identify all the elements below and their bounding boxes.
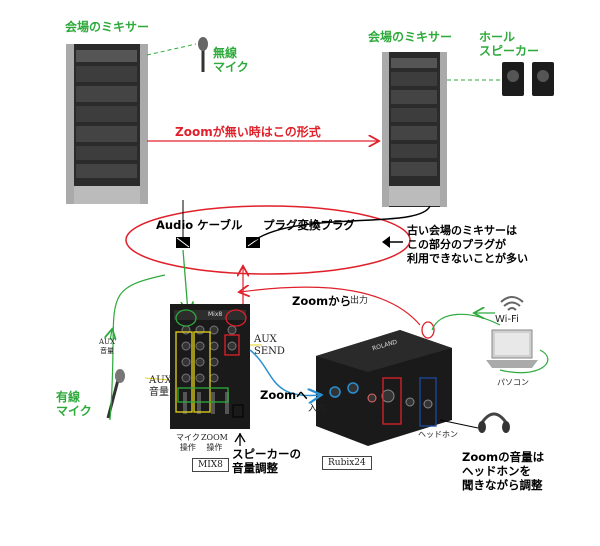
old-mixer-note: 古い会場のミキサーは この部分のプラグが 利用できないことが多い bbox=[407, 224, 528, 265]
right-mixer-rack bbox=[382, 52, 447, 207]
aux-send-label: AUX SEND bbox=[254, 334, 285, 357]
plug-adapter-label: プラグ変換プラグ bbox=[263, 218, 355, 232]
mix8-label: MIX8 bbox=[192, 458, 229, 472]
hall-speaker-label: ホール スピーカー bbox=[479, 30, 540, 58]
mixer-brand-text: Mix8 bbox=[208, 311, 223, 318]
headphones-image bbox=[478, 412, 510, 433]
wifi-label: Wi-Fi bbox=[495, 314, 519, 325]
aux-volume-label: AUX 音量 bbox=[149, 375, 172, 398]
rubix24-interface-image bbox=[316, 330, 452, 446]
headphone-label: ヘッドホン bbox=[418, 430, 458, 439]
zoom-from-label: Zoomから bbox=[292, 294, 352, 308]
wifi-icon bbox=[500, 296, 524, 311]
left-mixer-label: 会場のミキサー bbox=[65, 20, 150, 34]
zoom-to-label: Zoomへ bbox=[260, 388, 308, 402]
rubix24-label: Rubix24 bbox=[322, 456, 372, 470]
right-mixer-label: 会場のミキサー bbox=[368, 30, 453, 44]
wireless-mic-image bbox=[198, 37, 208, 72]
output-label: 出力 bbox=[350, 296, 369, 306]
laptop-image bbox=[486, 329, 538, 368]
aux-volume-side-label: AUX 音量 bbox=[99, 338, 115, 355]
audio-cable-label: Audio ケーブル bbox=[156, 218, 243, 232]
wireless-mic-label: 無線 マイク bbox=[213, 46, 249, 74]
wired-mic-image bbox=[106, 369, 125, 419]
zoom-operation-label: ZOOM 操作 bbox=[201, 433, 228, 452]
speaker-volume-label: スピーカーの 音量調整 bbox=[232, 447, 301, 475]
input-label: 入力 bbox=[308, 404, 327, 414]
wired-mic-label: 有線 マイク bbox=[56, 390, 92, 418]
no-zoom-format-label: Zoomが無い時はこの形式 bbox=[175, 125, 321, 139]
mic-operation-label: マイク 操作 bbox=[176, 433, 200, 452]
hall-speaker-image bbox=[502, 62, 554, 96]
pc-label: パソコン bbox=[497, 378, 529, 387]
zoom-volume-note: Zoomの音量は ヘッドホンを 聞きながら調整 bbox=[462, 450, 545, 492]
left-mixer-rack bbox=[66, 44, 148, 204]
